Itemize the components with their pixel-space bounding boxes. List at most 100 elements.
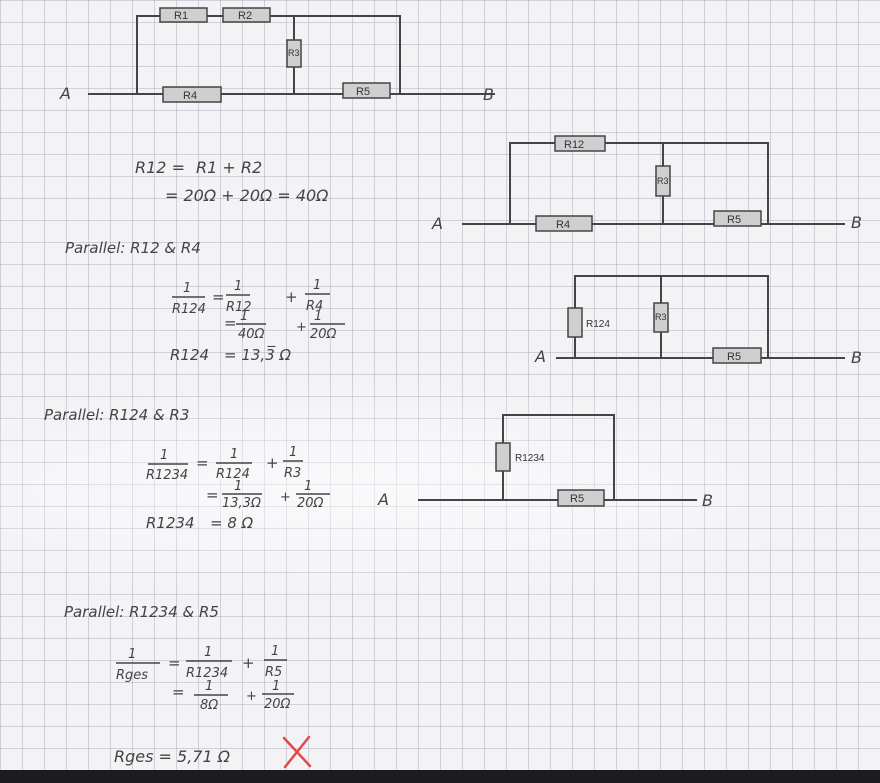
terminal-b-c: B — [851, 348, 862, 367]
step2-t1-num: 1 — [234, 279, 242, 294]
step3-lhs-num: 1 — [160, 448, 168, 463]
label-r3-b: R3 — [657, 176, 669, 186]
terminal-b-b: B — [851, 213, 862, 232]
step3-t1-num: 1 — [230, 447, 238, 462]
step4-plus2: + — [246, 689, 257, 704]
step4-eq2: = — [172, 683, 185, 701]
step2-result-left: R124 — [170, 346, 209, 364]
resistor-r1 — [159, 7, 208, 23]
r12-result: = 20Ω + 20Ω = 40Ω — [165, 186, 329, 205]
resistor-r3-c — [653, 302, 669, 333]
label-r12: R12 — [564, 139, 584, 151]
resistor-r5-d — [557, 489, 605, 507]
step4-t2-num: 1 — [271, 644, 279, 659]
step3-n1-num: 1 — [234, 479, 242, 494]
resistor-r2 — [222, 7, 271, 23]
label-r5: R5 — [356, 86, 370, 98]
step2-t1-den: R12 — [226, 300, 252, 315]
light-glare — [0, 380, 880, 600]
label-r2: R2 — [238, 10, 252, 22]
terminal-a-c: A — [534, 347, 546, 366]
step2-eq: = — [212, 288, 225, 306]
resistor-r3-b — [655, 165, 671, 197]
circuit-original: R1 R2 R3 R4 R5 A B — [59, 7, 495, 104]
step-series-r12: R12 = R1 + R2 = 20Ω + 20Ω = 40Ω — [135, 158, 329, 205]
label-r124: R124 — [586, 319, 610, 330]
resistor-r5-b — [713, 210, 762, 227]
label-r1234: R1234 — [515, 453, 545, 464]
step4-t1-num: 1 — [204, 645, 212, 660]
step4-n2-den: 20Ω — [264, 697, 291, 712]
step4-heading: Parallel: R1234 & R5 — [64, 603, 219, 621]
step2-lhs-den: R124 — [172, 302, 206, 317]
step2-heading: Parallel: R12 & R4 — [65, 239, 201, 257]
label-r4: R4 — [183, 90, 197, 102]
resistor-r4-b — [535, 215, 593, 232]
step3-t2-den: R3 — [284, 466, 301, 481]
step-parallel-r124-r3: Parallel: R124 & R3 1 R1234 = 1 R124 + 1… — [44, 406, 330, 532]
step2-n1-den: 40Ω — [238, 327, 265, 342]
resistor-r5-c — [712, 347, 762, 364]
step2-n2-num: 1 — [314, 309, 322, 324]
step2-n2-den: 20Ω — [310, 327, 337, 342]
step3-plus: + — [266, 454, 279, 472]
step4-eq: = — [168, 654, 181, 672]
circuit-step-r1234: R1234 R5 A B — [377, 414, 713, 510]
screen-bottom-edge — [0, 770, 880, 783]
step4-n1-den: 8Ω — [200, 698, 218, 713]
r12-lhs: R12 = — [135, 158, 185, 177]
step3-n2-den: 20Ω — [297, 496, 324, 511]
label-r3: R3 — [288, 48, 300, 58]
step2-result-right: = 13,3̅ Ω — [224, 345, 292, 364]
step2-plus: + — [285, 288, 298, 306]
resistor-r124 — [567, 307, 583, 338]
terminal-a-b: A — [431, 214, 443, 233]
resistor-r4 — [162, 86, 222, 103]
r12-sum: R1 + R2 — [196, 158, 262, 177]
label-r3-c: R3 — [655, 312, 667, 322]
circuit-step-r12: R12 R3 R4 R5 A B — [431, 135, 862, 233]
step3-t2-num: 1 — [289, 445, 297, 460]
step4-n2-num: 1 — [272, 679, 280, 694]
step4-t2-den: R5 — [265, 665, 282, 680]
step4-t1-den: R1234 — [186, 666, 228, 681]
step4-n1-num: 1 — [205, 679, 213, 694]
step2-eq2: = — [224, 314, 237, 332]
label-r4-b: R4 — [556, 219, 570, 231]
x-mark-icon — [282, 735, 312, 769]
step2-lhs-num: 1 — [183, 281, 191, 296]
terminal-b-d: B — [702, 491, 713, 510]
step2-t2-den: R4 — [306, 299, 323, 314]
resistor-r12 — [554, 135, 606, 152]
step3-result-left: R1234 — [146, 514, 195, 532]
step-parallel-r12-r4: Parallel: R12 & R4 1 R124 = 1 R12 + 1 R4… — [65, 239, 345, 364]
step-parallel-r1234-r5: Parallel: R1234 & R5 1 Rges = 1 R1234 + … — [64, 603, 312, 769]
step4-lhs-den: Rges — [116, 668, 148, 683]
step3-n2-num: 1 — [304, 479, 312, 494]
step2-t2-num: 1 — [313, 278, 321, 293]
step3-n1-den: 13,3Ω — [222, 496, 261, 511]
step4-lhs-num: 1 — [128, 647, 136, 662]
step3-lhs-den: R1234 — [146, 468, 188, 483]
label-r1: R1 — [174, 10, 188, 22]
step3-plus2: + — [280, 490, 291, 505]
step4-result: Rges = 5,71 Ω — [114, 747, 231, 766]
terminal-a: A — [59, 84, 71, 103]
step2-n1-num: 1 — [240, 309, 248, 324]
terminal-b: B — [483, 85, 494, 104]
step3-eq2: = — [206, 486, 219, 504]
resistor-r1234 — [495, 442, 511, 472]
resistor-r5 — [342, 82, 391, 99]
step2-plus2: + — [296, 320, 307, 335]
resistor-r3 — [286, 39, 302, 68]
step4-plus: + — [242, 654, 255, 672]
label-r5-c: R5 — [727, 351, 741, 363]
step3-result-right: = 8 Ω — [210, 514, 254, 532]
label-r5-b: R5 — [727, 214, 741, 226]
terminal-a-d: A — [377, 490, 389, 509]
step3-t1-den: R124 — [216, 467, 250, 482]
step3-eq: = — [196, 454, 209, 472]
label-r5-d: R5 — [570, 493, 584, 505]
circuit-step-r124: R124 R3 R5 A B — [534, 275, 862, 367]
